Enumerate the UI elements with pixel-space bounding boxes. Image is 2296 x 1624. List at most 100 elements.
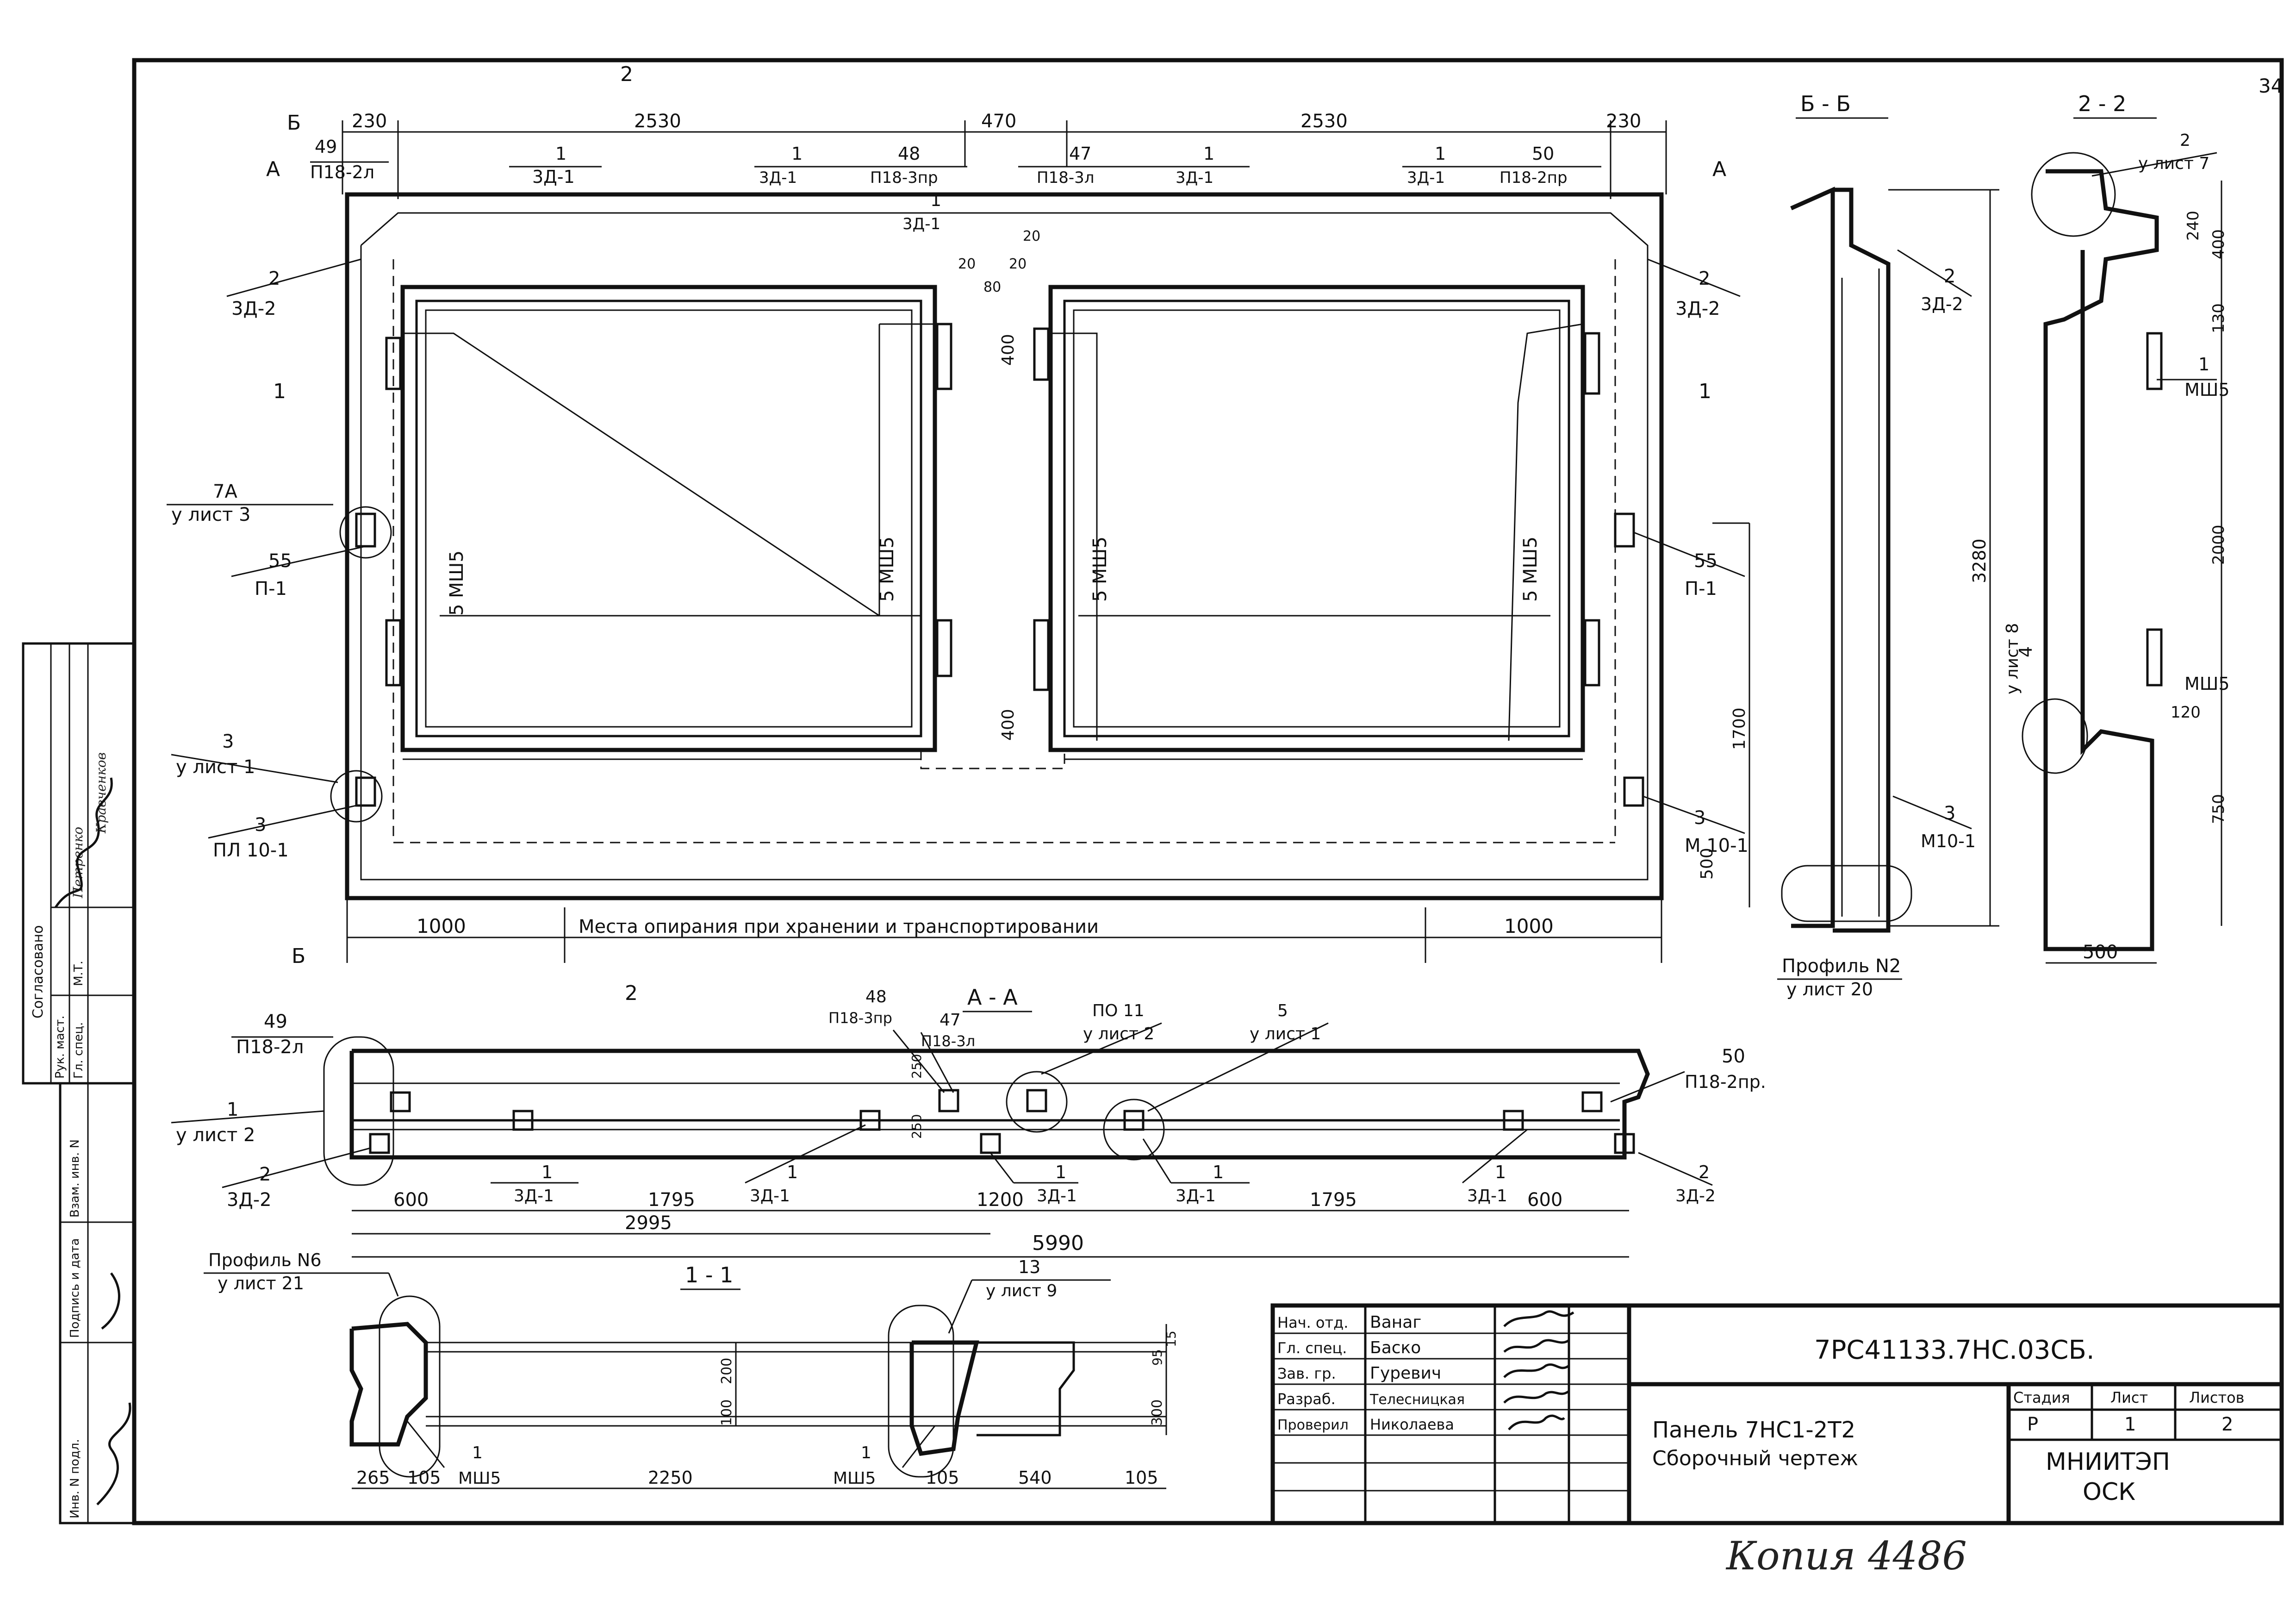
tb-name-4: Телесницкая [1369, 1392, 1465, 1408]
aa-label-47-num: 47 [940, 1011, 961, 1030]
section-11-dim-105a: 105 [407, 1468, 441, 1488]
section-11-dim-2250: 2250 [648, 1468, 693, 1488]
aa-left-2-code: 3Д-2 [227, 1189, 272, 1211]
section-bb-profile-ref: у лист 20 [1786, 979, 1873, 999]
label-50-code: П18-2пр [1500, 169, 1568, 187]
aa-bot-1b-code: 3Д-1 [750, 1187, 790, 1206]
aa-dim-600-left: 600 [393, 1189, 429, 1211]
stamp-signature-2 [96, 1272, 131, 1505]
aa-label-49-num: 49 [264, 1011, 287, 1032]
section-11-dim-105b: 105 [926, 1468, 959, 1488]
label-1d-code: 3Д-1 [1407, 169, 1445, 187]
aa-label-48-num: 48 [865, 987, 887, 1006]
small-dim-4: 80 [983, 279, 1001, 295]
section-bb-dim: 3280 [1969, 538, 1990, 583]
section-aa: А - А 49 П18-2л 48 П18-3пр 47 П18-3л ПО … [171, 985, 1766, 1258]
aa-label-50-code: П18-2пр. [1685, 1072, 1766, 1092]
aa-bot-1e-code: 3Д-1 [1467, 1187, 1507, 1206]
section-22-ref-side-num: 4 [2016, 646, 2036, 657]
support-note: Места опирания при хранении и транспорти… [579, 916, 1099, 937]
label-2-left-num: 2 [268, 268, 280, 289]
section-22-dim-750: 750 [2209, 794, 2228, 824]
label-7a-num: 7А [213, 481, 237, 502]
mesh-label-1: 5 МШ5 [446, 550, 467, 616]
section-bb-title: Б - Б [1800, 91, 1851, 116]
sheet-number: 34 [2259, 75, 2283, 97]
tb-signatures [1503, 1310, 1574, 1430]
label-1e-code: 3Д-1 [902, 215, 940, 233]
aa-bot-1a-num: 1 [541, 1162, 553, 1182]
aa-left-1-num: 1 [227, 1099, 238, 1120]
aa-bot-2-code: 3Д-2 [1675, 1187, 1716, 1206]
section-mark-2-top: 2 [620, 62, 633, 86]
vdim-2: 400 [999, 709, 1018, 741]
section-22-mesh1-code: МШ5 [2184, 380, 2230, 400]
section-bb-label-3-num: 3 [1944, 803, 1955, 824]
section-aa-title: А - А [967, 985, 1018, 1010]
tb-org-1: МНИИТЭП [2046, 1448, 2170, 1476]
label-7a-code: у лист 3 [171, 504, 250, 525]
section-bb-label-3-code: М10-1 [1921, 831, 1976, 851]
tb-sheet: 1 [2124, 1414, 2136, 1435]
stamp-role-3: М.Т. [72, 961, 86, 986]
section-11-h-300: 300 [1149, 1399, 1165, 1426]
section-mark-b-top: Б [287, 111, 301, 135]
aa-label-po11-code: у лист 2 [1083, 1024, 1154, 1043]
mesh-label-4: 5 МШ5 [1520, 537, 1541, 602]
vdim-4: 500 [1698, 848, 1717, 880]
label-1e-num: 1 [930, 190, 941, 210]
label-3-ref-num: 3 [222, 731, 234, 752]
section-mark-1-right: 1 [1699, 380, 1711, 403]
section-22-ref-side-code: у лист 8 [2003, 623, 2022, 694]
label-55-right-code: П-1 [1685, 578, 1717, 600]
aa-label-48-code: П18-3пр [828, 1009, 892, 1027]
aa-dim-1795-right: 1795 [1310, 1189, 1357, 1211]
section-mark-2-bottom: 2 [625, 981, 638, 1005]
section-11-h-95: 95 [1150, 1349, 1165, 1366]
section-11-mesh1-code: МШ5 [458, 1469, 501, 1488]
section-11-mesh2-num: 1 [861, 1443, 871, 1462]
small-dim-2: 20 [958, 256, 976, 272]
label-1b-code: 3Д-1 [759, 169, 797, 187]
section-22-title: 2 - 2 [2078, 91, 2126, 116]
section-11-h-100: 100 [719, 1399, 735, 1426]
aa-dim-1200: 1200 [977, 1189, 1024, 1211]
aa-bot-1d-num: 1 [1213, 1162, 1224, 1182]
aa-label-5-num: 5 [1277, 1001, 1288, 1020]
tb-role-5: Проверил [1277, 1417, 1349, 1433]
aa-label-5-code: у лист 1 [1250, 1024, 1321, 1043]
stamp-replace-inv: Взам. инв. N [68, 1139, 82, 1218]
stamp-role-2: Гл. спец. [72, 1022, 86, 1079]
vdim-1: 400 [999, 334, 1018, 366]
section-mark-a-right: А [1712, 157, 1726, 181]
section-bb: Б - Б 3280 2 3Д-2 3 М10-1 Профиль N2 у л… [1777, 91, 1999, 999]
section-11-profile-ref: у лист 21 [218, 1273, 304, 1293]
section-22-ref-top-code: у лист 7 [2138, 154, 2209, 173]
section-11-ref-num: 13 [1018, 1257, 1040, 1277]
label-1c-num: 1 [1203, 144, 1214, 164]
label-3-right-code: М 10-1 [1685, 835, 1748, 856]
section-22-width: 500 [2083, 942, 2118, 963]
label-50-num: 50 [1532, 144, 1554, 164]
panel-outline [345, 192, 1664, 900]
mesh-label-2: 5 МШ5 [877, 537, 898, 602]
window-left [400, 285, 937, 752]
tb-name-5: Николаева [1370, 1416, 1454, 1433]
tb-col-sheets: Листов [2189, 1389, 2245, 1406]
tb-role-1: Нач. отд. [1277, 1314, 1348, 1331]
aa-dim-total: 5990 [1032, 1231, 1084, 1255]
tb-name-3: Гуревич [1370, 1364, 1441, 1383]
section-11-h-200: 200 [719, 1358, 735, 1384]
dim-top-1: 230 [352, 111, 387, 132]
section-mark-b-bottom: Б [292, 944, 305, 968]
label-48-code: П18-3пр [870, 169, 938, 187]
section-mark-a-left: А [266, 157, 280, 181]
aa-bot-1e-num: 1 [1495, 1162, 1506, 1182]
stamp-role-1: Рук. маст. [53, 1015, 67, 1079]
label-47-code: П18-3л [1037, 169, 1094, 187]
section-11-h-15: 15 [1164, 1330, 1179, 1347]
label-1c-code: 3Д-1 [1176, 169, 1213, 187]
section-11-mesh1-num: 1 [472, 1443, 483, 1462]
aa-bot-1d-code: 3Д-1 [1176, 1187, 1216, 1206]
